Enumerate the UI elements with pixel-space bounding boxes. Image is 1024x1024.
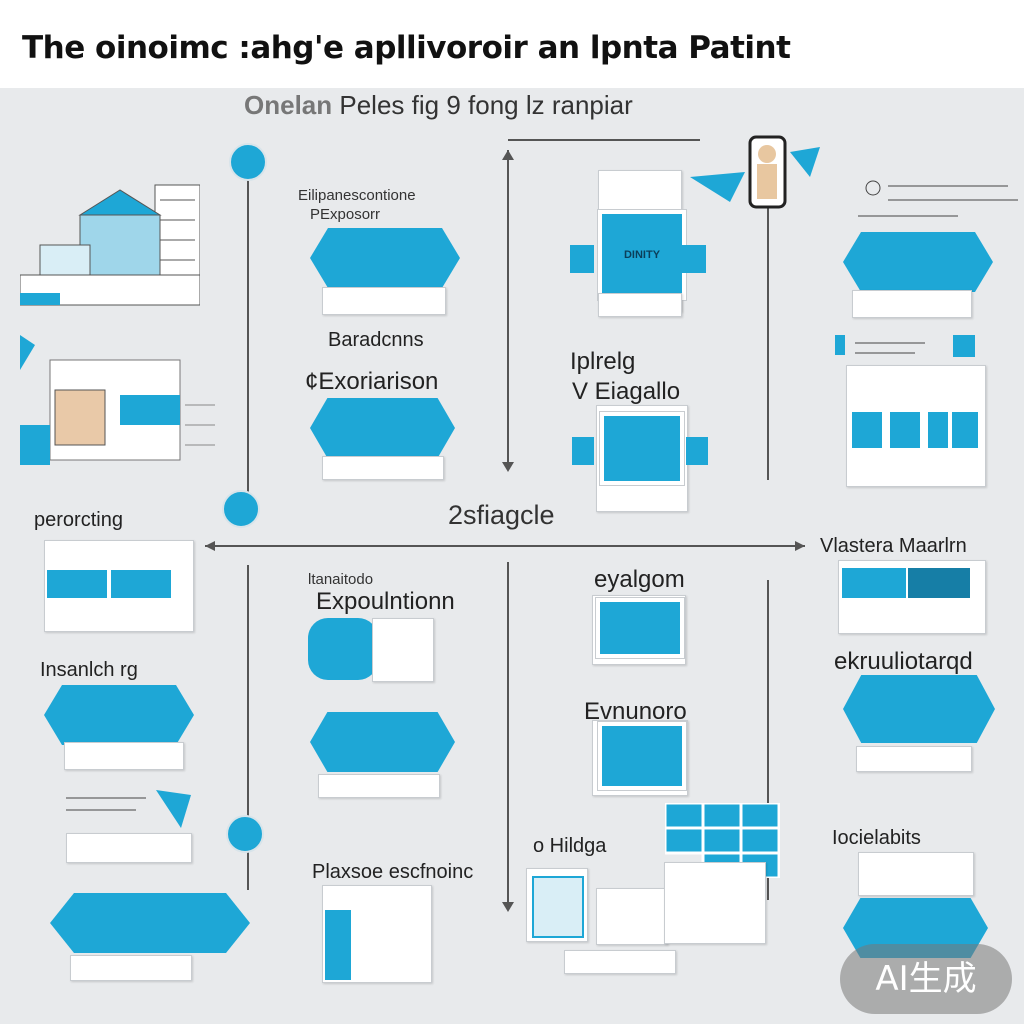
tile-e-main[interactable] [308,618,378,680]
label-g1: Vlastera Maarlrn [820,535,967,557]
globe-icon [229,143,267,181]
person-icon [690,135,820,209]
tile-d-left [572,437,594,465]
tower-icon [222,490,260,528]
arrow-up [502,150,514,160]
label-c1: Iplrelg [570,348,636,375]
title-banner: The oinoimc :ahg'e apllivoroir an lpnta … [0,0,1024,88]
page-subtitle: Onelan Peles fig 9 fong lz ranpiar [244,90,633,121]
card-left-f[interactable] [70,955,192,981]
label-h1: Insanlch rg [40,659,138,681]
card-right-j[interactable] [856,746,972,772]
panel-dinity[interactable]: DINITY [598,210,686,300]
arrow-left [205,541,215,551]
label-a2: PExposorr [310,206,381,223]
leaf-icon [226,815,264,853]
label-d1: perorcting [34,509,123,531]
center-label: 2sfiagcle [448,500,555,530]
card-left-e[interactable] [66,833,192,863]
label-k1: Plaxsoe escfnoinc [312,861,474,883]
tile-k [325,910,351,980]
hex-node-b[interactable] [310,398,455,458]
city-building-illustration [20,184,200,306]
page-title: The oinoimc :ahg'e apllivoroir an lpnta … [22,30,791,66]
label-c2: V Eiagallo [572,378,681,405]
label-b1: Baradcnns [328,329,424,351]
hex-node-right-j[interactable] [843,675,995,743]
hex-node-left-f[interactable] [50,893,250,953]
arrow-bottom [502,902,514,912]
panel-i[interactable] [598,722,686,790]
icon-row-right [835,335,975,357]
card-right-a[interactable] [852,290,972,318]
tile-right-g1 [842,568,906,598]
tile-d-right [686,437,708,465]
panel-tag: DINITY [623,249,661,261]
office-illustration [20,335,215,465]
label-j1: ekruuliotarqd [834,648,973,675]
label-b2: ¢Exoriarison [305,368,439,395]
hex-node-e[interactable] [310,712,455,772]
tile-right-g2 [908,568,970,598]
card-l-map[interactable] [664,862,766,944]
tile-c-left [570,245,594,273]
ai-generated-badge: AI生成 [840,944,1012,1014]
card-e[interactable] [372,618,434,682]
card-left-d[interactable] [64,742,184,770]
card-a[interactable] [322,287,446,315]
panel-c[interactable] [600,412,684,485]
label-m1: Iocielabits [832,827,921,849]
tile-left-c1 [47,570,107,598]
tile-right-b2 [890,412,920,448]
label-l1: o Hildga [533,835,607,857]
arrow-right [795,541,805,551]
tile-c-right [682,245,706,273]
label-e2: Expoulntionn [316,588,455,615]
panel-f[interactable] [596,598,684,658]
card-l-doc[interactable] [596,888,668,945]
card-b[interactable] [322,456,444,480]
subtitle-bold: Onelan [244,90,333,120]
tile-right-b1 [852,412,882,448]
label-f1: eyalgom [594,566,685,593]
label-a1: Eilipanescontione [298,187,416,204]
card-e2[interactable] [318,774,440,798]
hex-node-a[interactable] [310,228,460,288]
tile-left-c2 [111,570,171,598]
hex-node-left-d[interactable] [44,685,194,745]
tile-l-icon [532,876,584,938]
icon-row-left [66,790,191,828]
card-c[interactable] [598,293,682,317]
tile-right-b4 [952,412,978,448]
subtitle-text: Peles fig 9 fong lz ranpiar [339,90,633,120]
card-right-m[interactable] [858,852,974,896]
label-i1: Evnunoro [584,698,687,725]
arrow-down [502,462,514,472]
label-e1: ltanaitodo [308,571,374,588]
tile-right-b3 [928,412,948,448]
card-l-bottom[interactable] [564,950,676,974]
hex-node-right-a[interactable] [843,232,993,292]
header-sketch-right [858,180,1018,217]
